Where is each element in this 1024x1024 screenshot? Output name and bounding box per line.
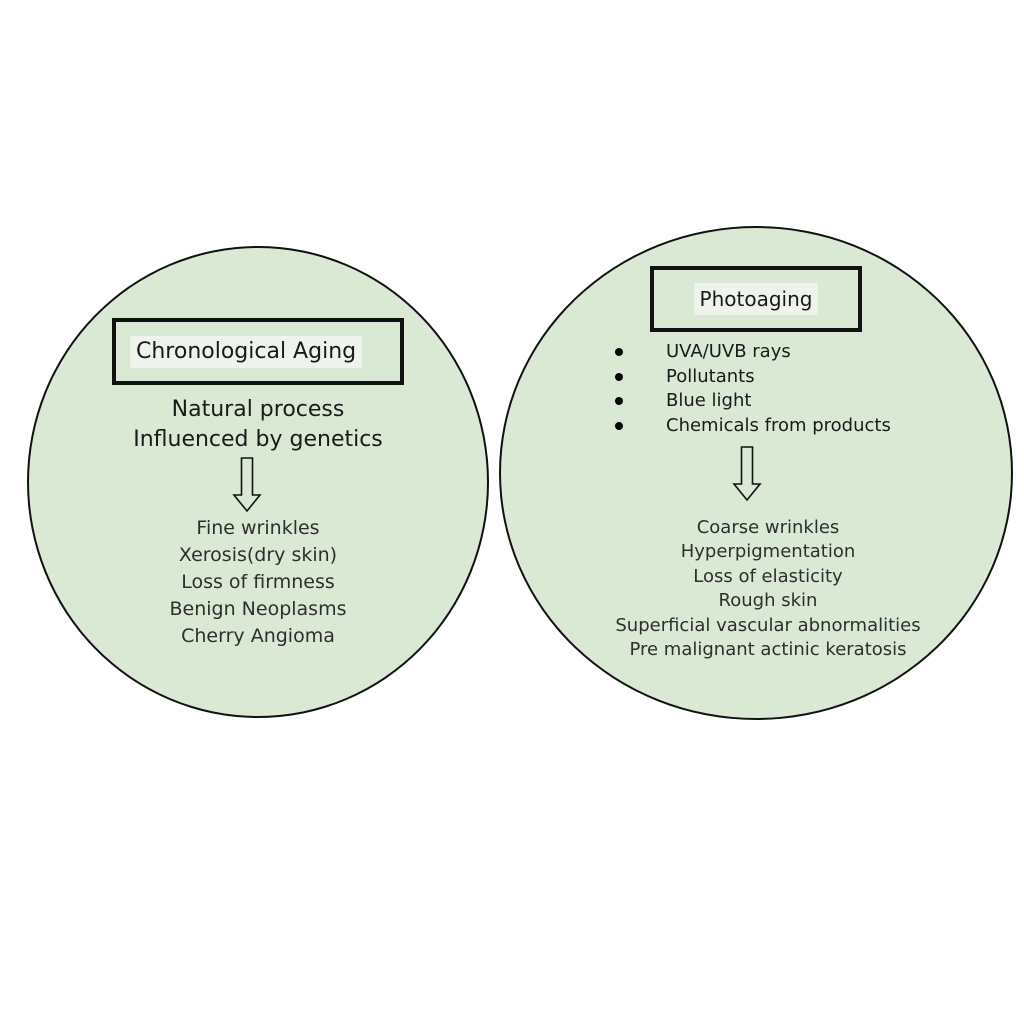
photoaging-title-box: Photoaging bbox=[650, 266, 862, 332]
down-arrow-icon bbox=[732, 446, 762, 502]
effect-item: Coarse wrinkles bbox=[696, 517, 840, 538]
effect-item: Cherry Angioma bbox=[181, 625, 335, 647]
cause-label: Pollutants bbox=[666, 365, 755, 387]
effect-item: Benign Neoplasms bbox=[169, 598, 347, 620]
down-arrow-icon bbox=[232, 457, 262, 513]
photoaging-effects: Coarse wrinkles Hyperpigmentation Loss o… bbox=[598, 516, 938, 662]
bullet-icon bbox=[615, 397, 623, 405]
effect-item: Xerosis(dry skin) bbox=[178, 544, 338, 566]
effect-item: Rough skin bbox=[718, 590, 818, 612]
cause-item: Chemicals from products bbox=[612, 414, 891, 439]
description-line: Influenced by genetics bbox=[133, 427, 383, 452]
chronological-aging-description: Natural process Influenced by genetics bbox=[108, 395, 408, 455]
chronological-aging-effects: Fine wrinkles Xerosis(dry skin) Loss of … bbox=[108, 515, 408, 650]
bullet-icon bbox=[615, 372, 623, 381]
bullet-icon bbox=[615, 348, 623, 356]
cause-label: Chemicals from products bbox=[666, 414, 891, 436]
photoaging-causes-list: UVA/UVB rays Pollutants Blue light Chemi… bbox=[612, 340, 891, 438]
cause-label: UVA/UVB rays bbox=[666, 341, 791, 362]
photoaging-title: Photoaging bbox=[693, 283, 819, 315]
effect-item: Loss of elasticity bbox=[693, 565, 843, 587]
effect-item: Loss of firmness bbox=[181, 571, 335, 593]
description-line: Natural process bbox=[171, 397, 345, 422]
cause-label: Blue light bbox=[666, 390, 752, 411]
chronological-aging-title-box: Chronological Aging bbox=[112, 318, 404, 385]
effect-item: Superficial vascular abnormalities bbox=[615, 614, 921, 636]
effect-item: Hyperpigmentation bbox=[680, 541, 856, 563]
chronological-aging-title: Chronological Aging bbox=[130, 335, 363, 368]
cause-item: Blue light bbox=[612, 389, 891, 414]
cause-item: Pollutants bbox=[612, 365, 891, 390]
cause-item: UVA/UVB rays bbox=[612, 340, 891, 365]
effect-item: Fine wrinkles bbox=[196, 517, 320, 539]
effect-item: Pre malignant actinic keratosis bbox=[629, 639, 907, 661]
chronological-aging-circle bbox=[27, 246, 489, 718]
bullet-icon bbox=[615, 421, 623, 430]
